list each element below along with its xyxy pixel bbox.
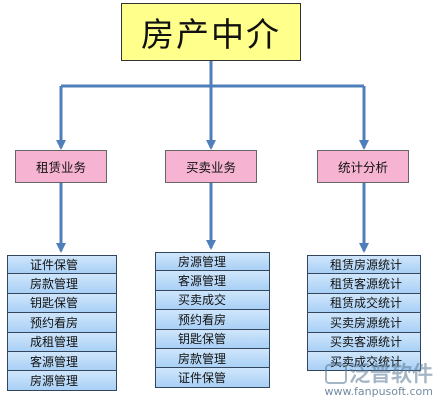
- category-stats: 统计分析: [317, 150, 409, 183]
- watermark-brand: 泛普软件: [325, 363, 433, 385]
- list-item: 租赁客源统计: [307, 274, 421, 294]
- list-item: 房款管理: [155, 348, 270, 369]
- sales-item-list: 房源管理 客源管理 买卖成交 预约看房 钥匙保管 房款管理 证件保管: [155, 252, 270, 388]
- list-item: 证件保管: [155, 368, 270, 388]
- stats-item-list: 租赁房源统计 租赁客源统计 租赁成交统计 买卖房源统计 买卖客源统计 买卖成交统…: [307, 255, 421, 372]
- root-label: 房产中介: [141, 15, 281, 54]
- watermark-brand-text: 泛普软件: [349, 362, 433, 386]
- category-label: 统计分析: [337, 160, 388, 175]
- list-item: 证件保管: [7, 255, 117, 275]
- category-sales: 买卖业务: [165, 150, 257, 183]
- root-node: 房产中介: [121, 3, 301, 61]
- list-item: 成租管理: [7, 332, 117, 352]
- list-item: 预约看房: [155, 310, 270, 330]
- watermark-url: www.fanpusoft.com: [324, 385, 433, 398]
- rental-item-list: 证件保管 房款管理 钥匙保管 预约看房 成租管理 客源管理 房源管理: [7, 255, 117, 391]
- list-item: 租赁成交统计: [307, 293, 421, 314]
- list-item: 房源管理: [155, 252, 270, 272]
- category-label: 买卖业务: [185, 160, 236, 175]
- list-item: 买卖成交统计: [307, 351, 421, 372]
- list-item: 预约看房: [7, 313, 117, 333]
- category-label: 租赁业务: [35, 160, 86, 175]
- watermark: 泛普软件 www.fanpusoft.com: [325, 363, 433, 398]
- list-item: 钥匙保管: [7, 293, 117, 314]
- list-item: 买卖房源统计: [307, 313, 421, 333]
- list-item: 客源管理: [7, 351, 117, 372]
- list-item: 租赁房源统计: [307, 255, 421, 275]
- category-rental: 租赁业务: [15, 150, 107, 183]
- list-item: 客源管理: [155, 271, 270, 291]
- list-item: 房源管理: [7, 371, 117, 391]
- list-item: 钥匙保管: [155, 329, 270, 349]
- list-item: 买卖成交: [155, 290, 270, 311]
- brand-logo-icon: [325, 364, 347, 384]
- list-item: 房款管理: [7, 274, 117, 294]
- list-item: 买卖客源统计: [307, 332, 421, 352]
